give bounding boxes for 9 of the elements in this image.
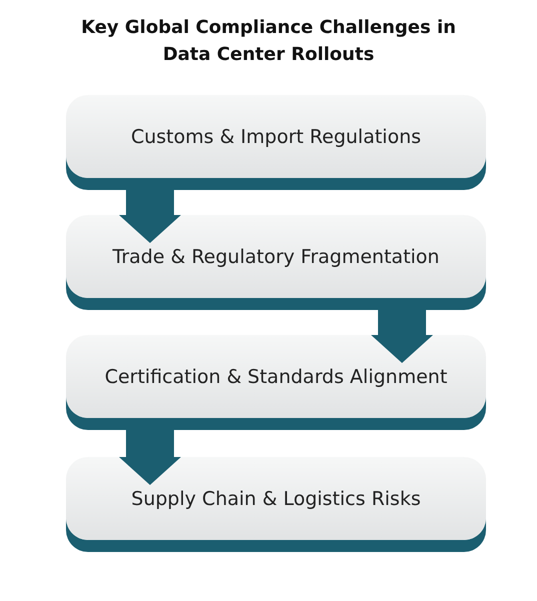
step-label: Certification & Standards Alignment: [104, 366, 448, 388]
step-label: Supply Chain & Logistics Risks: [131, 488, 421, 510]
diagram-title: Key Global Compliance Challenges in Data Center Rollouts: [80, 16, 457, 67]
step-label: Trade & Regulatory Fragmentation: [112, 246, 440, 268]
step-label: Customs & Import Regulations: [130, 126, 422, 148]
step-card: [66, 457, 486, 540]
step-card: [66, 335, 486, 418]
step-card: [66, 95, 486, 178]
step-card: [66, 215, 486, 298]
